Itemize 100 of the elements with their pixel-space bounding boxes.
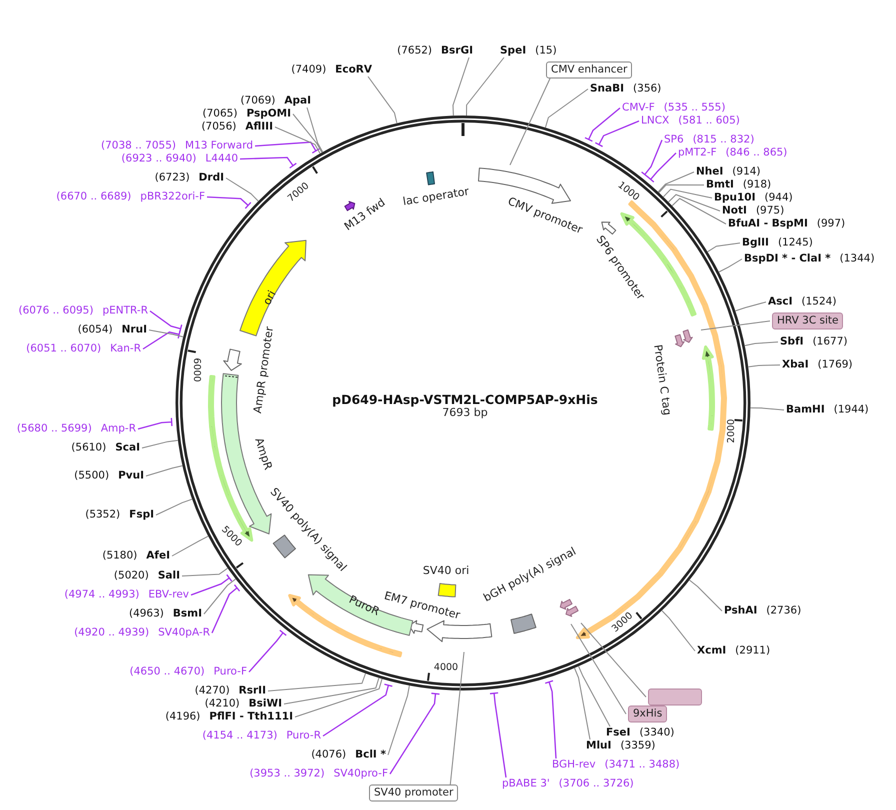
bp-position: (5610) bbox=[71, 442, 106, 454]
bp-position: (3953 .. 3972) bbox=[250, 768, 325, 780]
enzyme-name: XcmI bbox=[697, 644, 726, 658]
bp-position: (4076) bbox=[311, 748, 346, 762]
leader-line bbox=[689, 580, 722, 612]
enzyme-name: BsmI bbox=[172, 608, 202, 620]
feature-label: M13 fwd bbox=[342, 196, 388, 234]
enzyme-name: BclI * bbox=[355, 748, 386, 762]
leader-line bbox=[744, 342, 778, 346]
leader-line bbox=[268, 673, 366, 692]
leader-line bbox=[190, 574, 232, 596]
enzyme-name: RsrII bbox=[238, 684, 266, 698]
enzyme-name: SbfI bbox=[780, 336, 804, 348]
leader-line bbox=[750, 407, 784, 410]
enzyme-name: AflIII bbox=[245, 120, 273, 134]
enzyme-name: BspDI * - ClaI * bbox=[744, 252, 831, 266]
feature-label: ori bbox=[261, 288, 279, 308]
primer-name: Amp-R bbox=[100, 422, 136, 436]
feature-label-box bbox=[648, 688, 702, 706]
leader-line bbox=[580, 622, 646, 698]
enzyme-name: AfeI bbox=[146, 550, 170, 562]
leader-line bbox=[206, 196, 252, 210]
bp-position: (7065) bbox=[202, 108, 238, 120]
leader-line bbox=[578, 666, 610, 727]
leader-line bbox=[452, 57, 470, 116]
feature-label-box: HRV 3C site bbox=[772, 312, 844, 330]
primer-name: EBV-rev bbox=[148, 588, 189, 602]
bp-position: (944) bbox=[764, 192, 793, 204]
feature-label: lac operator bbox=[402, 186, 470, 208]
leader-line bbox=[661, 610, 696, 652]
feature-label-box: 9xHis bbox=[628, 706, 668, 722]
bp-position: (2911) bbox=[735, 644, 770, 658]
leader-line bbox=[284, 677, 380, 704]
bp-position: (7069) bbox=[240, 94, 276, 108]
leader-line bbox=[707, 242, 740, 252]
primer-name: CMV-F bbox=[622, 102, 655, 114]
enzyme-name: ApaI bbox=[284, 94, 311, 108]
enzyme-name: XbaI bbox=[782, 358, 809, 372]
leader-line bbox=[182, 568, 228, 576]
leader-line bbox=[149, 310, 182, 334]
primer-name: SV40pA-R bbox=[158, 626, 210, 640]
leader-line bbox=[489, 692, 507, 778]
leader-line bbox=[294, 678, 382, 718]
primer-name: LNCX bbox=[641, 114, 670, 128]
enzyme-name: MluI bbox=[586, 740, 612, 752]
leader-line bbox=[142, 330, 181, 350]
enzyme-name: PspOMI bbox=[246, 108, 291, 120]
bp-position: (1944) bbox=[834, 404, 869, 416]
primer-name: M13 Forward bbox=[185, 140, 253, 152]
leader-line bbox=[510, 78, 550, 166]
enzyme-name: SalI bbox=[158, 570, 180, 582]
bp-position: (6923 .. 6940) bbox=[121, 152, 196, 166]
primer-name: Puro-R bbox=[286, 730, 321, 742]
primer-name: pBABE 3' bbox=[502, 778, 550, 790]
leader-line bbox=[239, 156, 297, 169]
bp-position: (4974 .. 4993) bbox=[64, 588, 140, 602]
bp-position: (356) bbox=[633, 82, 662, 96]
enzyme-name: SnaBI bbox=[590, 82, 624, 96]
enzyme-name: BsiWI bbox=[248, 698, 282, 710]
leader-line bbox=[748, 364, 780, 368]
primer-name: pMT2-F bbox=[678, 146, 717, 160]
feature-label: Protein C tag bbox=[651, 344, 673, 416]
leader-line bbox=[658, 172, 694, 192]
feature-label: EM7 promoter bbox=[382, 590, 462, 622]
enzyme-name: BmtI bbox=[706, 178, 734, 192]
scale-tick-label: 6000 bbox=[190, 358, 202, 382]
bp-position: (7409) bbox=[291, 64, 326, 76]
leader-line bbox=[306, 107, 324, 152]
bp-position: (914) bbox=[732, 166, 761, 178]
plasmid-name-title: pD649-HAsp-VSTM2L-COMP5AP-9xHis bbox=[332, 392, 598, 407]
enzyme-name: FspI bbox=[129, 508, 154, 522]
leader-line bbox=[584, 107, 621, 142]
bp-position: (815 .. 832) bbox=[692, 134, 754, 146]
bp-position: (7038 .. 7055) bbox=[101, 140, 176, 152]
scale-tick-label: 2000 bbox=[726, 418, 738, 444]
leader-line bbox=[672, 198, 726, 224]
bp-position: (846 .. 865) bbox=[726, 146, 788, 160]
leader-line bbox=[368, 76, 398, 124]
enzyme-name: PflFI - Tth111I bbox=[209, 710, 293, 724]
bp-position: (15) bbox=[535, 44, 557, 58]
bp-position: (4270) bbox=[194, 684, 230, 698]
bp-position: (6723) bbox=[154, 172, 190, 184]
bp-position: (7056) bbox=[201, 120, 236, 134]
bp-position: (1524) bbox=[802, 296, 836, 308]
leader-line bbox=[322, 684, 393, 737]
enzyme-name: AscI bbox=[768, 296, 793, 308]
enzyme-name: FseI bbox=[606, 726, 630, 740]
enzyme-name: NheI bbox=[696, 166, 724, 178]
bp-position: (4650 .. 4670) bbox=[130, 666, 205, 678]
bp-position: (5180) bbox=[102, 550, 138, 562]
leader-line bbox=[172, 536, 209, 556]
leader-line bbox=[594, 120, 640, 148]
enzyme-name: ScaI bbox=[115, 442, 140, 454]
leader-line bbox=[388, 685, 410, 756]
leader-line bbox=[389, 692, 440, 775]
leader-line bbox=[137, 417, 173, 430]
primer-name: SV40pro-F bbox=[334, 768, 388, 780]
primer-name: L4440 bbox=[205, 152, 238, 166]
bp-position: (4210) bbox=[204, 698, 240, 710]
enzyme-name: BglII bbox=[742, 236, 769, 250]
